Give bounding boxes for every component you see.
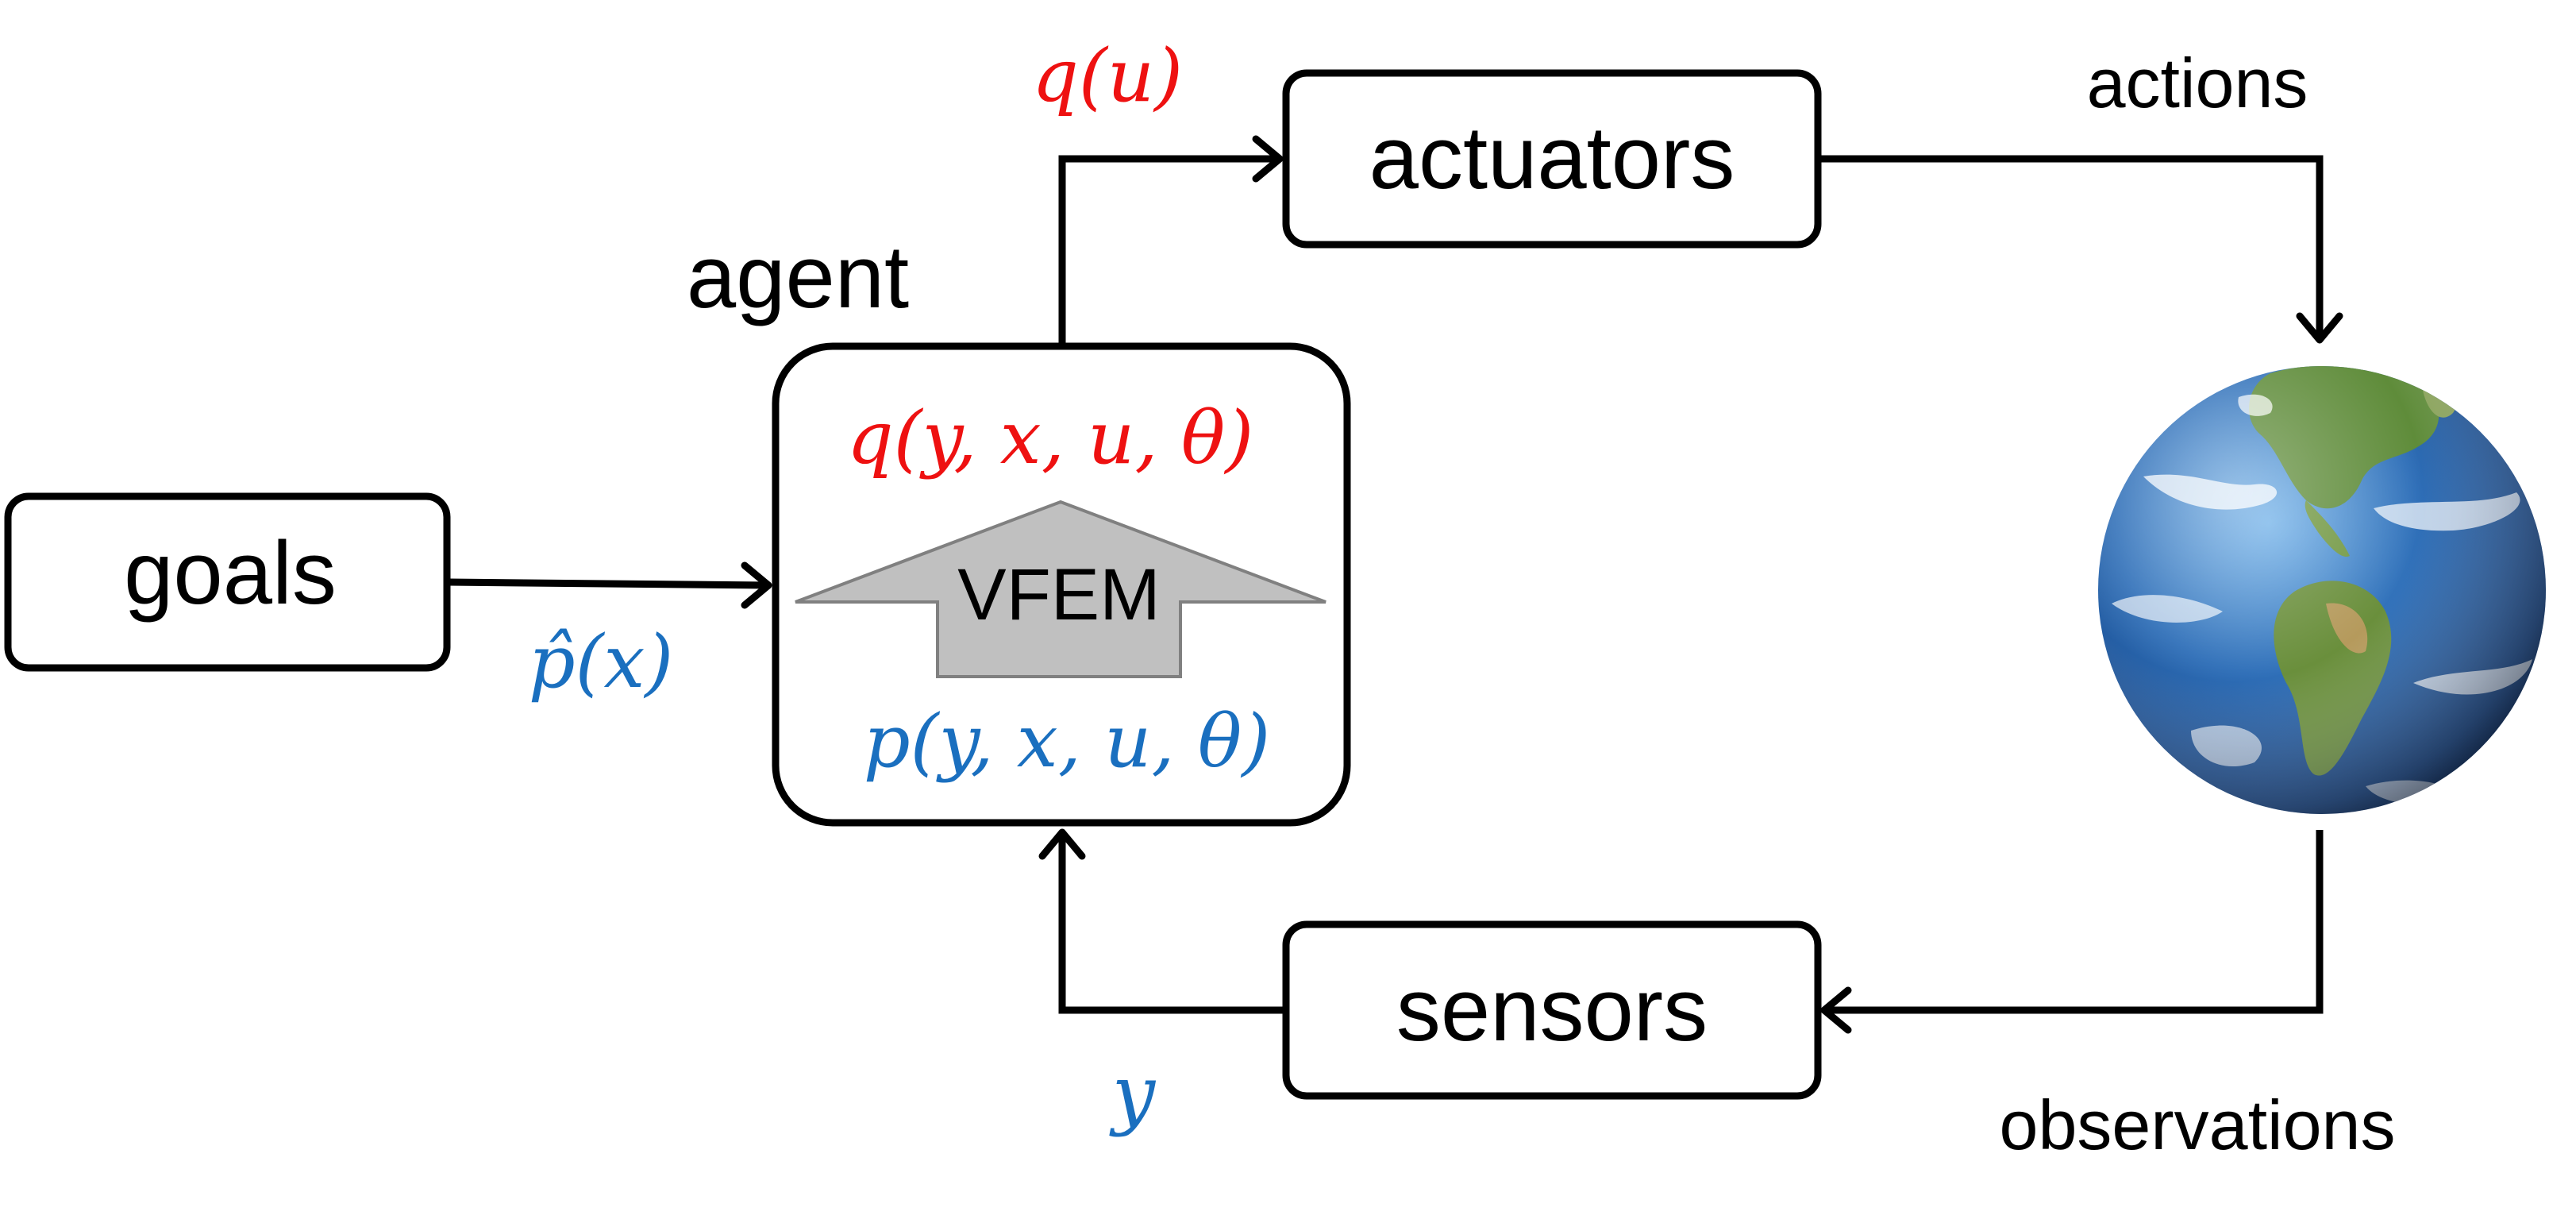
y-label: y: [1109, 1049, 1157, 1138]
earth-globe-icon: [2098, 366, 2546, 814]
q-u-label: q(u): [1032, 33, 1183, 118]
goals-node: goals: [4, 492, 451, 672]
actions-edge: [1820, 155, 2324, 340]
agent-to-actuators-arrowhead: [1252, 135, 1284, 183]
actions-arrowhead: [2296, 312, 2343, 344]
observations-label: observations: [2000, 1086, 2396, 1164]
actuators-node: actuators: [1282, 69, 1822, 249]
q-joint-label: q(y, x, u, θ): [847, 395, 1253, 480]
p-joint-label: p(y, x, u, θ): [864, 699, 1270, 784]
goals-to-agent-edge: [448, 578, 769, 589]
actuators-label: actuators: [1369, 108, 1735, 207]
sensors-label: sensors: [1396, 960, 1708, 1059]
goals-label: goals: [124, 523, 337, 623]
vfem-label: VFEM: [957, 554, 1161, 635]
actions-label: actions: [2087, 44, 2308, 122]
agent-node: agent q(y, x, u, θ) VFEM p(y, x, u, θ): [687, 227, 1351, 827]
sensors-to-agent-edge: [1058, 832, 1286, 1014]
agent-to-actuators-edge: [1058, 155, 1280, 343]
agent-title: agent: [687, 227, 909, 326]
sensors-to-agent-arrowhead: [1038, 828, 1086, 860]
sensors-node: sensors: [1282, 920, 1822, 1100]
observations-arrowhead: [1820, 986, 1852, 1034]
observations-edge: [1824, 830, 2324, 1014]
p-hat-x-label: p̂(x): [529, 619, 674, 704]
vfem-arrow: [795, 500, 1327, 678]
goals-to-agent-arrowhead: [741, 561, 772, 609]
